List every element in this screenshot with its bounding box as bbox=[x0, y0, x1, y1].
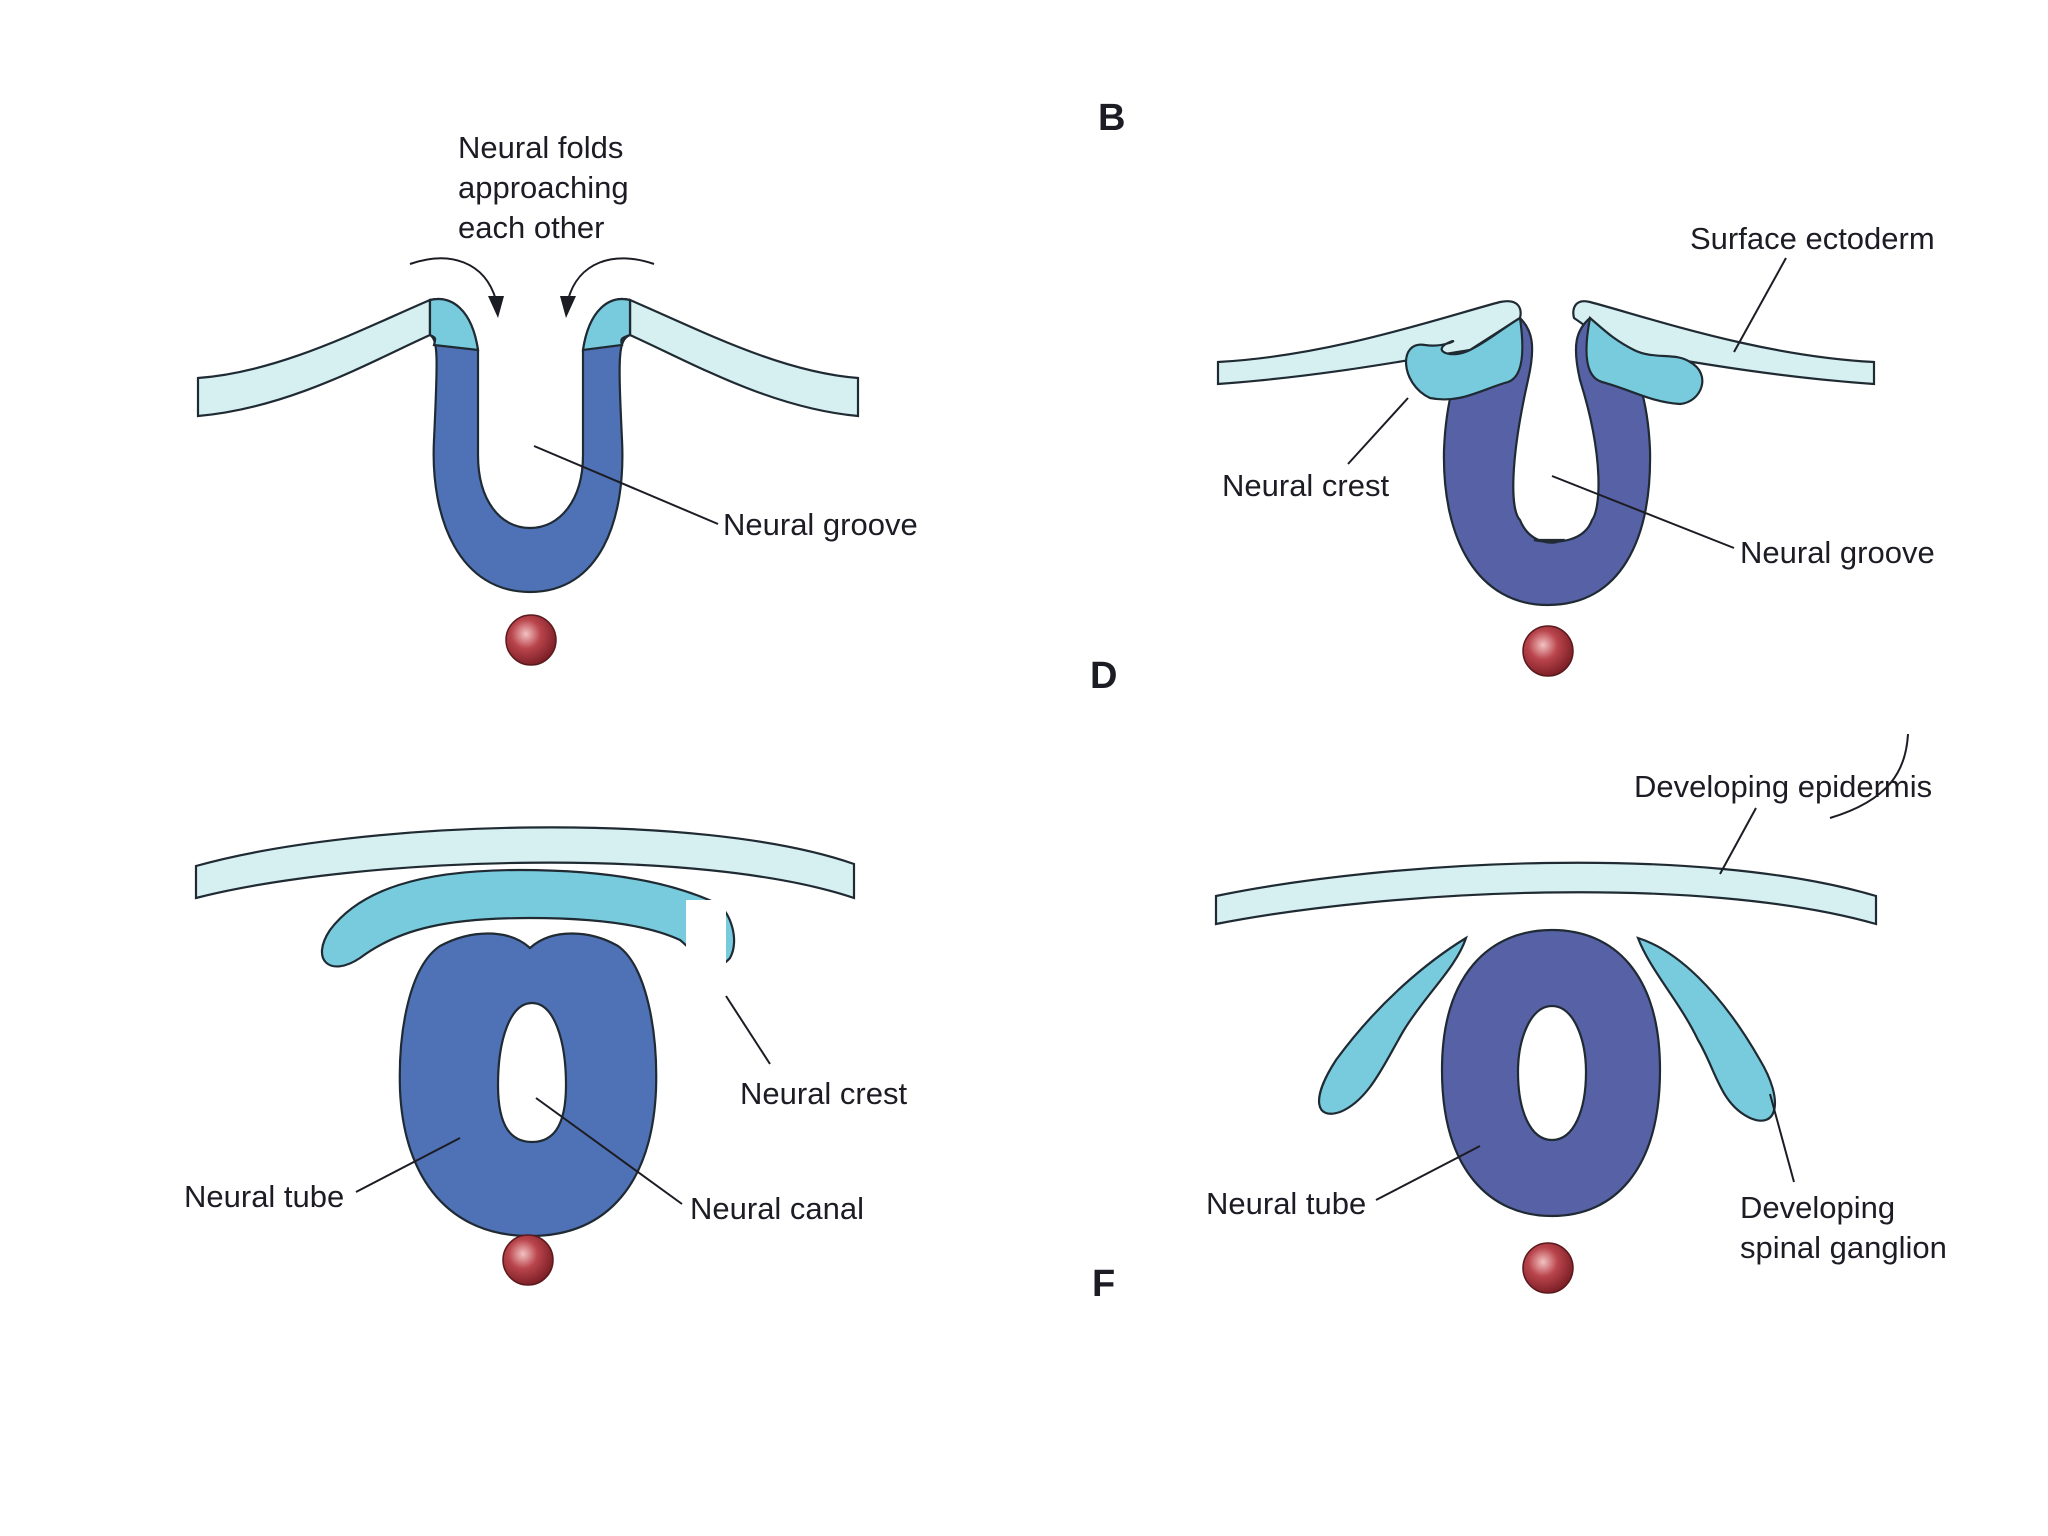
leader-neural-crest-c bbox=[725, 995, 771, 1065]
neural-plate bbox=[428, 298, 632, 594]
label-ganglion-line1: Developing bbox=[1740, 1190, 1895, 1225]
label-ganglion-line2: spinal ganglion bbox=[1740, 1230, 1947, 1265]
leader-surface-ectoderm bbox=[1733, 257, 1787, 353]
panel-letter-b: B bbox=[1098, 97, 1125, 139]
leader-neural-tube-c bbox=[355, 1137, 461, 1193]
label-neural-groove-a: Neural groove bbox=[723, 507, 918, 542]
panel-b-neural-crest: B Surface ectoderm Neural crest Neural g… bbox=[1098, 97, 1935, 677]
panel-letter-d: D bbox=[1090, 655, 1117, 697]
panel-letter-f: F bbox=[1092, 1263, 1115, 1305]
developing-epidermis bbox=[1214, 861, 1878, 926]
label-folds-line1: Neural folds bbox=[458, 130, 623, 165]
surface-ectoderm bbox=[194, 826, 856, 900]
neural-tube bbox=[398, 932, 658, 1238]
neural-plate bbox=[1442, 316, 1652, 607]
neural-tube bbox=[1440, 928, 1662, 1218]
label-developing-epidermis: Developing epidermis bbox=[1634, 769, 1932, 804]
panel-a-neural-groove: Neural folds approaching each other Neur… bbox=[196, 130, 918, 666]
surface-ectoderm-left bbox=[1216, 300, 1522, 386]
neural-fold-tip-right bbox=[581, 298, 632, 352]
erased-patch bbox=[686, 900, 726, 980]
notochord bbox=[1522, 1242, 1574, 1294]
spinal-ganglion-left bbox=[1318, 935, 1468, 1115]
surface-ectoderm-right bbox=[1572, 300, 1876, 386]
leader-groove-b bbox=[1551, 475, 1735, 549]
label-neural-tube-d: Neural tube bbox=[1206, 1186, 1366, 1221]
left-fold-arrowhead bbox=[488, 296, 504, 318]
left-fold-arrow bbox=[409, 257, 497, 301]
notochord bbox=[502, 1234, 554, 1286]
leader-neural-tube-d bbox=[1375, 1145, 1481, 1201]
right-fold-arrowhead bbox=[560, 296, 576, 318]
label-neural-groove-b: Neural groove bbox=[1740, 535, 1935, 570]
neural-crest-left bbox=[1404, 316, 1524, 401]
panel-d-spinal-ganglion: D Developing epidermis Neural tube Devel… bbox=[1090, 655, 1947, 1294]
label-neural-tube-c: Neural tube bbox=[184, 1179, 344, 1214]
label-surface-ectoderm: Surface ectoderm bbox=[1690, 221, 1935, 256]
leader-epidermis bbox=[1719, 807, 1757, 875]
label-neural-crest-b: Neural crest bbox=[1222, 468, 1389, 503]
neural-crest-right bbox=[1585, 315, 1704, 406]
label-neural-canal: Neural canal bbox=[690, 1191, 864, 1226]
neural-fold-tip-left bbox=[428, 298, 480, 352]
right-fold-arrow bbox=[567, 257, 655, 301]
leader-neural-crest-b bbox=[1347, 397, 1409, 465]
spinal-ganglion-right bbox=[1636, 936, 1776, 1122]
leader-ganglion bbox=[1769, 1093, 1795, 1183]
label-neural-crest-c: Neural crest bbox=[740, 1076, 907, 1111]
leader-groove-a bbox=[533, 445, 719, 525]
label-folds-line3: each other bbox=[458, 210, 605, 245]
stray-mark bbox=[1829, 733, 1909, 819]
leader-neural-canal bbox=[535, 1097, 683, 1205]
notochord bbox=[505, 614, 557, 666]
surface-ectoderm-right bbox=[628, 298, 860, 418]
surface-ectoderm-left bbox=[196, 298, 432, 418]
label-folds-line2: approaching bbox=[458, 170, 629, 205]
panel-c-neural-tube: Neural crest Neural tube Neural canal bbox=[184, 826, 907, 1286]
notochord bbox=[1522, 625, 1574, 677]
